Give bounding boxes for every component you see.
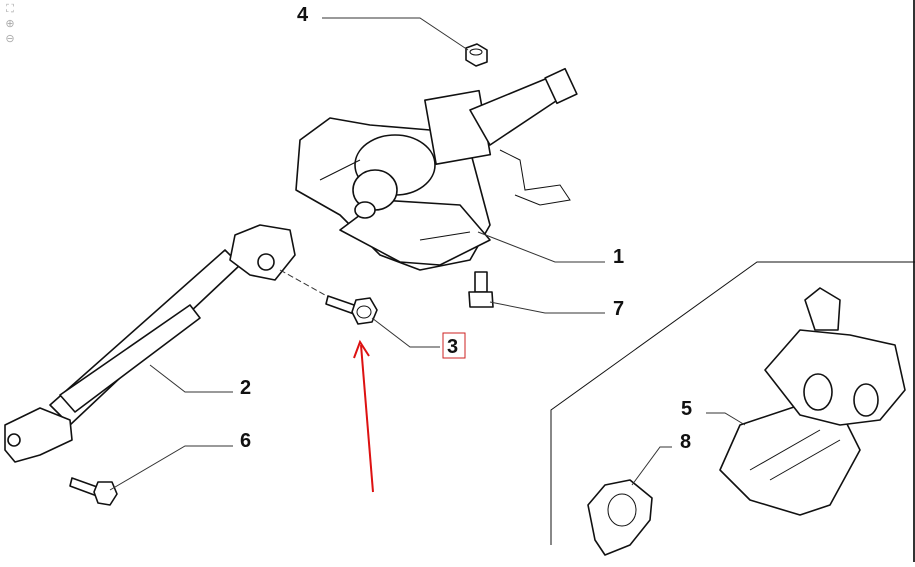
section-frame [550, 261, 915, 545]
zoom-out-icon[interactable]: ⊖ [5, 33, 15, 45]
callout-4[interactable]: 4 [297, 4, 309, 26]
steering-column-part[interactable] [295, 67, 578, 271]
callout-7[interactable]: 7 [613, 298, 624, 320]
fit-screen-icon[interactable]: ⛶ [6, 3, 14, 15]
callout-2[interactable]: 2 [240, 377, 251, 399]
callout-3-highlight-box [442, 332, 466, 359]
red-pointer-arrow [353, 339, 374, 493]
flange-bolt-6-part[interactable] [69, 477, 118, 506]
bolt-7-part[interactable] [468, 271, 494, 308]
callout-6[interactable]: 6 [240, 430, 251, 452]
intermediate-shaft-part[interactable] [4, 224, 296, 463]
callout-3[interactable]: 3 [447, 336, 458, 358]
leader-lines [109, 17, 746, 491]
callout-8[interactable]: 8 [680, 431, 691, 453]
clip-part[interactable] [587, 479, 653, 556]
callout-1[interactable]: 1 [613, 246, 624, 268]
bracket-part[interactable] [719, 287, 906, 516]
flange-bolt-3-part[interactable] [325, 295, 378, 325]
callout-5[interactable]: 5 [681, 398, 692, 420]
zoom-in-icon[interactable]: ⊕ [5, 18, 15, 30]
nut-part[interactable] [465, 43, 488, 67]
